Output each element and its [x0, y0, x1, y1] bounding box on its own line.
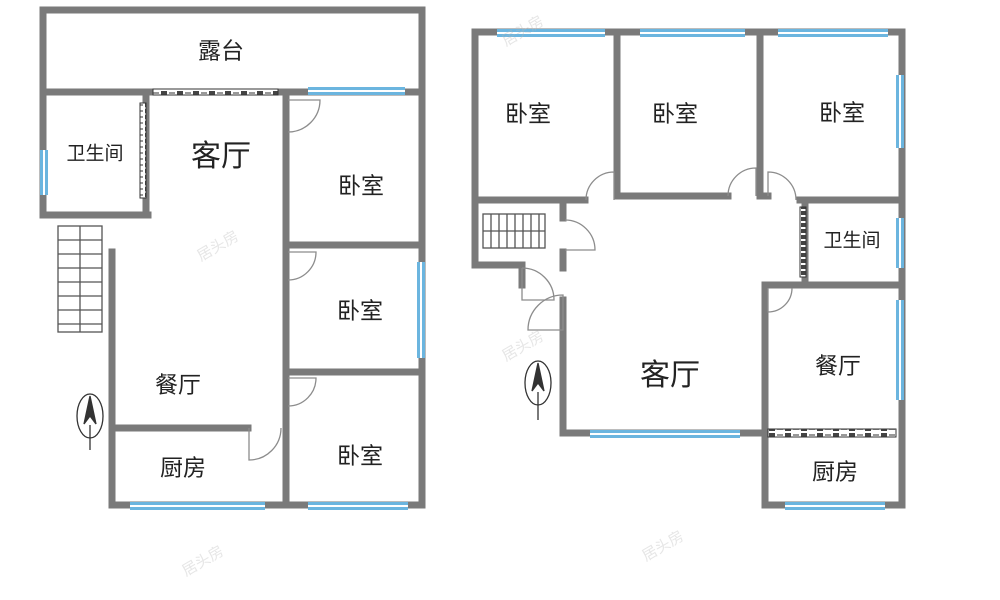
left-terrace-sliding-door: [152, 88, 279, 96]
right-staircase: [482, 213, 546, 249]
left-windows: [40, 87, 425, 510]
right-bedroom-1-label: 卧室: [505, 101, 551, 128]
left-plan: [39, 6, 426, 510]
left-swing-doors: [248, 99, 321, 461]
left-dining-room-label: 餐厅: [155, 372, 201, 399]
left-terrace-label: 露台: [198, 38, 244, 65]
right-living-room-label: 客厅: [640, 358, 700, 393]
right-bedroom-3-label: 卧室: [819, 100, 865, 127]
left-bath-sliding-door: [139, 102, 147, 199]
right-bedroom-2-label: 卧室: [652, 101, 698, 128]
left-bedroom-2-label: 卧室: [337, 298, 383, 325]
north-arrow-icon: [76, 393, 104, 450]
left-bedroom-3-label: 卧室: [337, 443, 383, 470]
right-swing-doors: [521, 167, 797, 331]
left-bedroom-1-label: 卧室: [338, 173, 384, 200]
right-plan: [471, 28, 906, 510]
left-bathroom-label: 卫生间: [66, 142, 124, 165]
right-bathroom-label: 卫生间: [823, 229, 881, 252]
north-arrow-icon-right: [524, 360, 552, 420]
right-kitchen-sliding-door: [767, 428, 897, 438]
left-living-room-label: 客厅: [191, 139, 251, 174]
right-windows: [497, 29, 904, 510]
left-kitchen-label: 厨房: [160, 455, 206, 482]
right-bath-sliding-door: [799, 206, 807, 278]
right-dining-room-label: 餐厅: [815, 353, 861, 380]
left-staircase: [57, 225, 103, 333]
right-kitchen-label: 厨房: [812, 459, 858, 486]
